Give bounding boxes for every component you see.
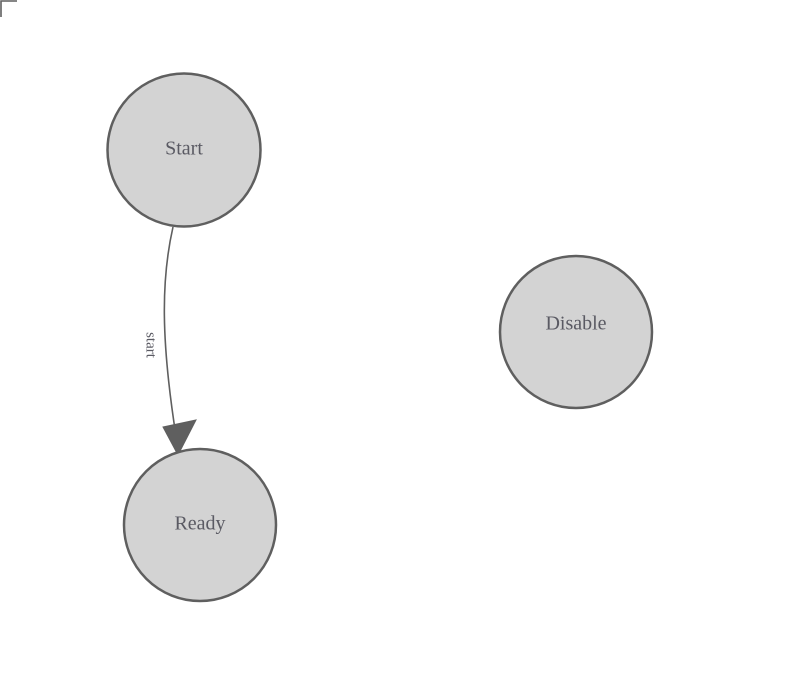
node-start-circle[interactable] — [106, 72, 262, 228]
top-left-corner-bracket — [0, 0, 17, 17]
node-ready-circle[interactable] — [122, 447, 278, 603]
node-ready-label: Ready — [174, 513, 225, 535]
node-ready[interactable]: Ready — [122, 447, 278, 603]
node-start-label: Start — [165, 138, 203, 160]
edge-path — [163, 226, 177, 437]
node-disable-circle[interactable] — [498, 254, 654, 410]
node-disable-label: Disable — [545, 313, 606, 335]
node-disable[interactable]: Disable — [498, 254, 654, 410]
node-start[interactable]: Start — [106, 72, 262, 228]
arrowhead — [162, 419, 197, 457]
edge-label-start: start — [143, 332, 159, 359]
edge-start-to-ready[interactable]: start — [143, 226, 197, 457]
